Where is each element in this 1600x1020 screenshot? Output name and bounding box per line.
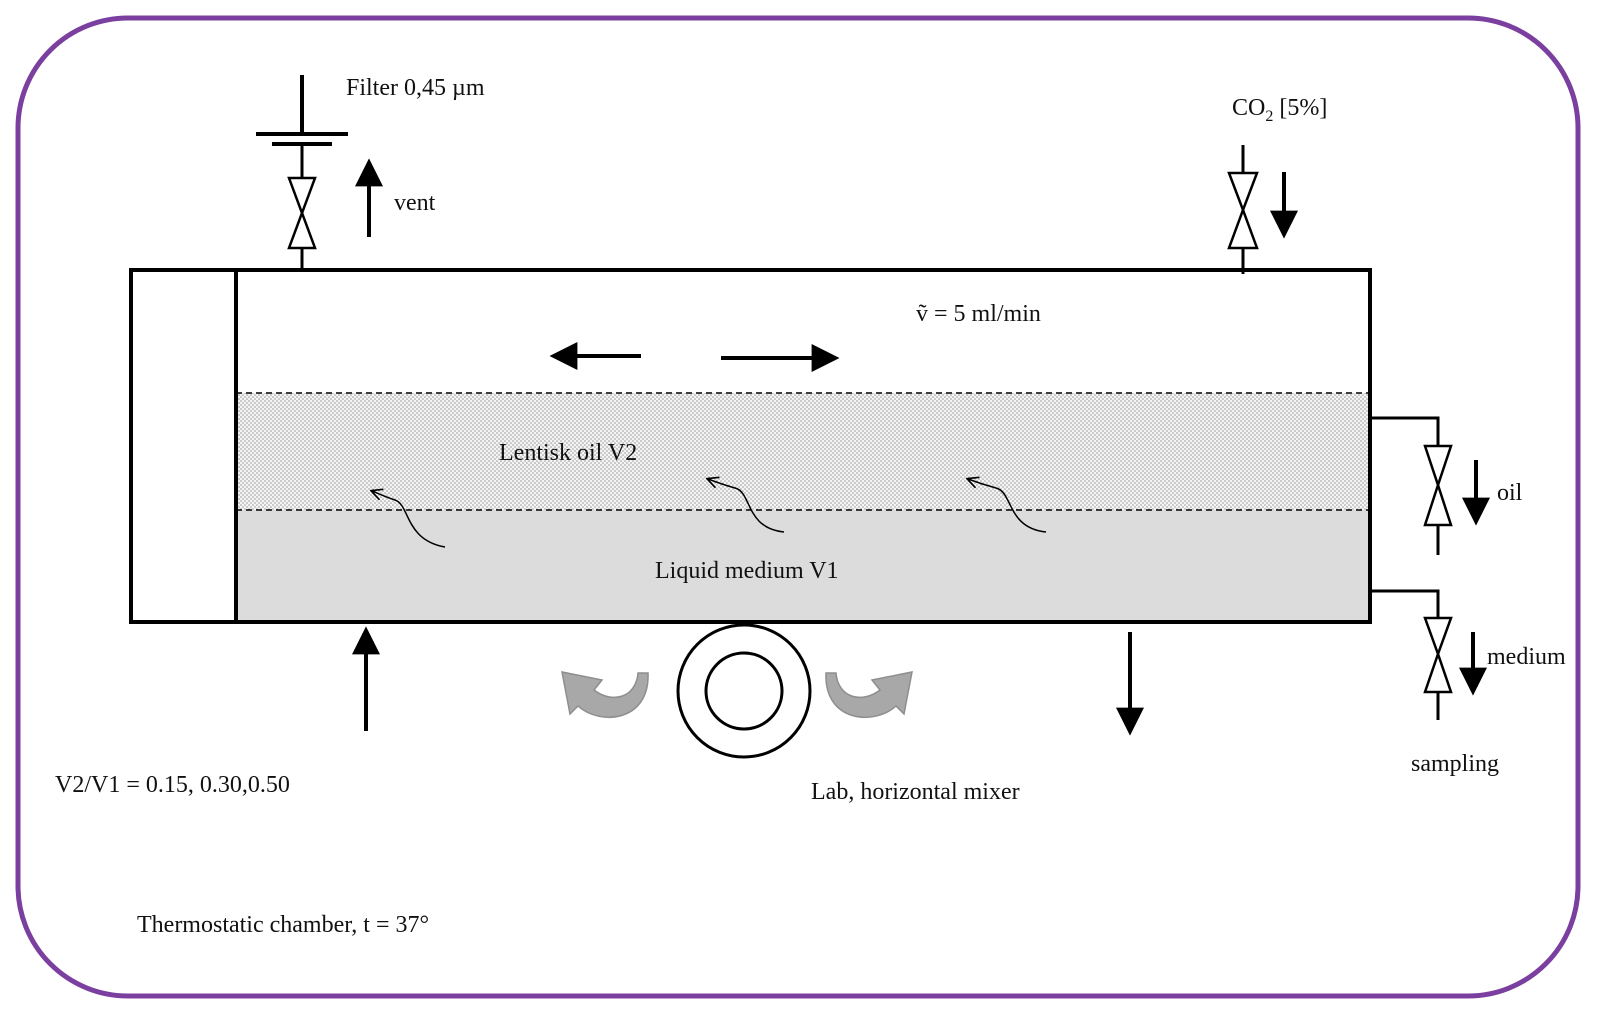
co2-label: CO2 [5%]	[1232, 95, 1327, 125]
oil-outlet-valve-icon	[1370, 416, 1453, 555]
co2-label-rest: [5%]	[1273, 95, 1327, 121]
oil-outlet-label: oil	[1497, 480, 1523, 506]
co2-valve-icon	[1227, 145, 1259, 274]
medium-outlet-valve-icon	[1370, 589, 1453, 720]
filter-icon	[256, 75, 348, 178]
chamber-label: Thermostatic chamber, t = 37°	[137, 912, 429, 938]
transfer-arrow-2	[708, 479, 785, 533]
mixer-wheel-icon	[676, 623, 812, 759]
liquid-medium-layer	[236, 510, 1370, 622]
liquid-layer-label: Liquid medium V1	[655, 558, 839, 584]
oil-layer	[236, 393, 1370, 510]
medium-outlet-label: medium	[1487, 644, 1566, 670]
reactor-vessel	[129, 268, 1372, 624]
transfer-arrow-3	[968, 479, 1047, 533]
vent-valve-icon	[287, 176, 317, 270]
volume-ratio-label: V2/V1 = 0.15, 0.30,0.50	[55, 772, 290, 798]
transfer-arrow-1	[372, 491, 446, 548]
rotation-arrow-left-icon	[561, 671, 649, 718]
vent-label: vent	[394, 190, 436, 216]
flow-rate-label: ṽ = 5 ml/min	[916, 301, 1041, 327]
oil-layer-label: Lentisk oil V2	[499, 440, 637, 466]
rotation-arrow-right-icon	[825, 671, 913, 718]
co2-label-subscript: 2	[1265, 108, 1273, 125]
filter-label: Filter 0,45 µm	[346, 75, 485, 101]
co2-label-main: CO	[1232, 95, 1265, 121]
sampling-label: sampling	[1411, 751, 1499, 777]
mixer-label: Lab, horizontal mixer	[811, 779, 1020, 805]
